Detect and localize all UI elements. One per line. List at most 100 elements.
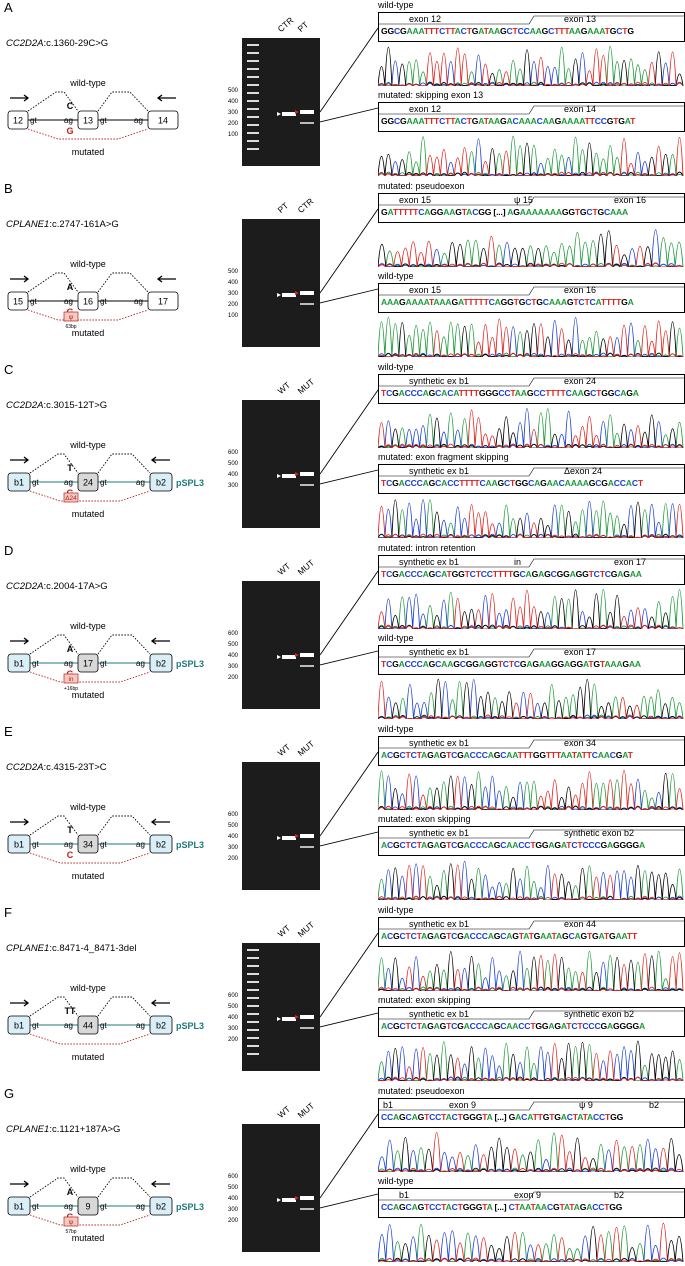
ladder-band: [247, 132, 259, 134]
splice-site-label: gt: [32, 1021, 39, 1030]
wildtype-label: wild-type: [69, 78, 106, 88]
sequence-text: ACGCTCTAGAGTCGACCCAGCAACCTGGAGATCTCCCGAG…: [381, 840, 645, 850]
ladder-band: [247, 1005, 259, 1007]
gel-band: [300, 472, 314, 476]
ladder-band: [247, 84, 259, 86]
size-marker-label: 300: [227, 664, 238, 670]
size-marker-label: 500: [227, 1004, 238, 1010]
sequence-segment-label: synthetic ex b1: [409, 738, 470, 748]
trace-line: [378, 770, 684, 810]
ladder-band: [247, 60, 259, 62]
mutated-base: G: [66, 126, 73, 136]
variant-name: CC2D2A:c.1360-29C>G: [6, 38, 108, 49]
size-marker-label: 600: [227, 450, 238, 456]
exon-box-label: b1: [14, 659, 24, 669]
gel-band: [282, 474, 296, 478]
vector-label: pSPL3: [176, 1202, 204, 1212]
forward-primer-arrow: [10, 456, 30, 464]
exon-box: [147, 110, 179, 130]
variant-name: CC2D2A:c.2004-17A>G: [6, 581, 108, 592]
gel-band: [300, 484, 314, 486]
ladder-band: [247, 973, 259, 975]
segment-bracket: [379, 739, 684, 749]
size-marker-label: 200: [227, 121, 238, 127]
variant-change: :c.4315-23T>C: [43, 762, 107, 773]
wildtype-splice-arc: [29, 996, 79, 1017]
gel-lane-label: PT: [275, 200, 291, 215]
ladder-band: [247, 981, 259, 983]
insert-size-label: 63bp: [65, 324, 76, 330]
splice-site-label: gt: [30, 116, 37, 125]
trace-line: [378, 865, 684, 900]
exon-box-label: 12: [13, 116, 23, 126]
reverse-primer-arrow: [150, 1180, 170, 1188]
sequence-segment-label: exon 15: [409, 285, 442, 295]
sequence-text: ACGCTCTAGAGTCGACCCAGCAGTATGAATAGCAGTGATG…: [381, 931, 637, 941]
gene-symbol: CPLANE1: [6, 1124, 50, 1135]
gel-band: [300, 653, 314, 657]
ladder-band: [247, 1029, 259, 1031]
vector-label: pSPL3: [176, 659, 204, 669]
splice-site-label: ag: [64, 840, 73, 849]
sequence-title: wild-type: [378, 724, 414, 734]
gel-image: [242, 400, 320, 528]
gel-band: [300, 291, 314, 295]
trace-line: [378, 408, 684, 448]
ladder-band: [247, 148, 259, 150]
mutated-splice-path: [27, 309, 149, 321]
wildtype-label: wild-type: [69, 1164, 106, 1174]
wildtype-base: T: [67, 463, 73, 473]
trace-line: [378, 409, 684, 448]
exon-box: [147, 291, 179, 311]
vector-label: pSPL3: [176, 478, 204, 488]
chromatogram-trace: [378, 317, 684, 357]
sequence-title: mutated: exon skipping: [378, 995, 471, 1005]
trace-line: [378, 864, 684, 900]
size-marker-label: 200: [227, 1037, 238, 1043]
size-marker-label: 200: [227, 856, 238, 862]
sequence-segment-label: Δexon 24: [564, 466, 603, 476]
size-marker-label: 300: [227, 291, 238, 297]
gel-band: [282, 1198, 296, 1202]
gel-bands: [277, 834, 314, 848]
segment-bracket: [379, 829, 684, 839]
gel-image: [242, 581, 320, 709]
wildtype-splice-arc: [97, 634, 151, 655]
size-marker-label: 400: [227, 653, 238, 659]
wildtype-splice-arc: [29, 453, 79, 474]
band-arrowhead-wt: [277, 474, 281, 478]
gel-lane-label: WT: [275, 922, 293, 939]
exon-box: [149, 653, 173, 673]
gel-band: [300, 1208, 314, 1210]
chromatogram-trace: [378, 499, 684, 538]
gel-band: [282, 655, 296, 659]
sequence-segment-label: b2: [649, 1100, 660, 1110]
chromatogram-trace: [378, 770, 684, 810]
band-arrowhead-wt: [277, 1198, 281, 1202]
gel-band: [300, 834, 314, 838]
sequence-title: wild-type: [378, 271, 414, 281]
sequence-segment-label: synthetic ex b1: [409, 647, 470, 657]
sequence-segment-label: exon 9: [514, 1190, 542, 1200]
gel-lane-label: MUT: [295, 919, 317, 939]
segment-bracket: [379, 1101, 684, 1111]
splice-site-label: ag: [134, 297, 143, 306]
gel-band: [300, 303, 314, 305]
splice-site-label: ag: [64, 1202, 73, 1211]
variant-name: CC2D2A:c.3015-12T>G: [6, 400, 107, 411]
splice-site-label: gt: [32, 659, 39, 668]
sequence-title: wild-type: [378, 0, 414, 10]
ladder-band: [247, 989, 259, 991]
trace-line: [378, 679, 684, 719]
forward-primer-arrow: [10, 275, 30, 283]
panel-label: D: [4, 543, 14, 558]
gel-band: [300, 846, 314, 848]
size-marker-label: 300: [227, 110, 238, 116]
